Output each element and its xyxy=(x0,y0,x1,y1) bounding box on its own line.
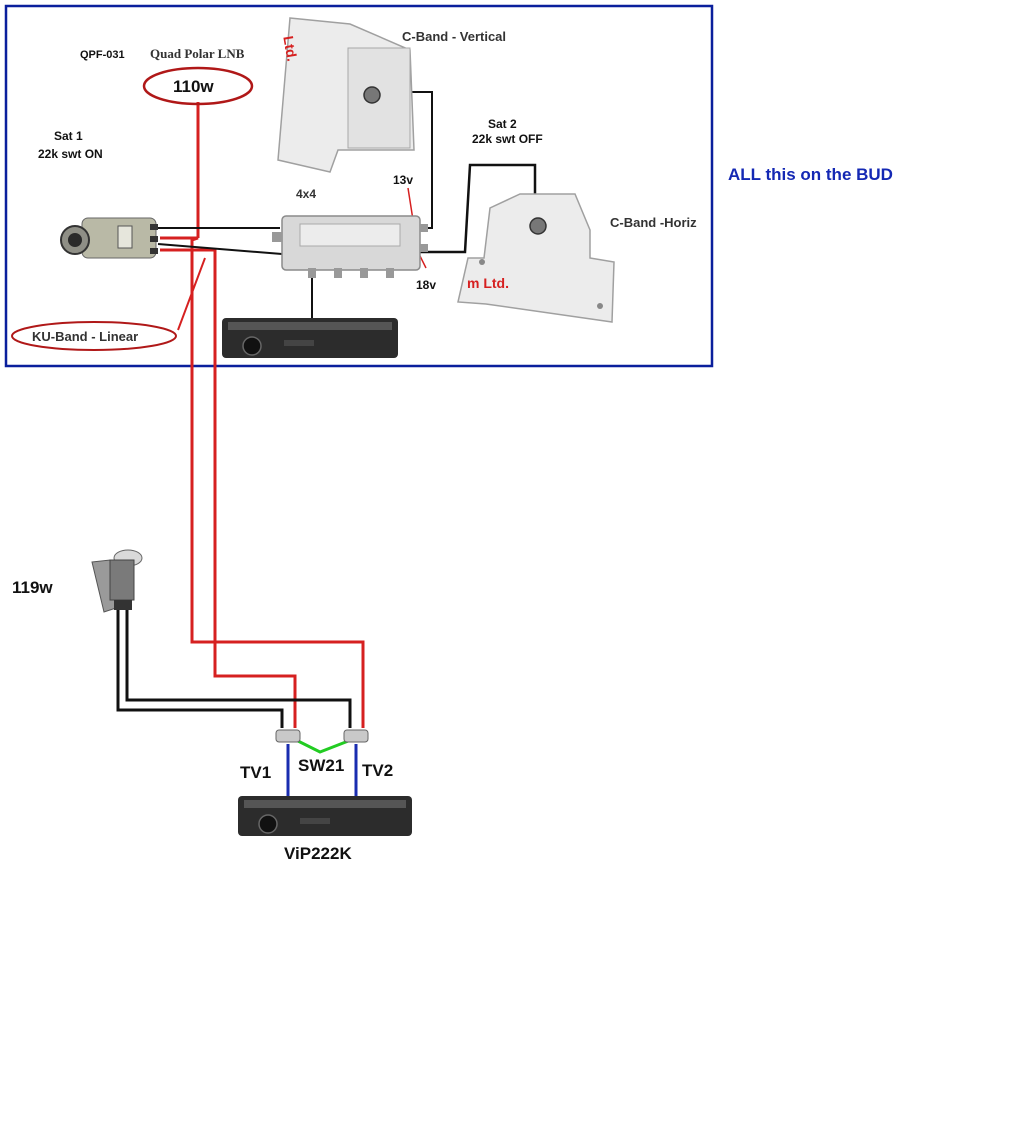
part-number-label: QPF-031 xyxy=(80,49,125,61)
red-cable-right xyxy=(160,248,297,728)
c-band-horiz-label: C-Band -Horiz xyxy=(610,215,697,230)
ku-band-label: KU-Band - Linear xyxy=(32,329,138,344)
receiver-model-label: ViP222K xyxy=(284,844,352,863)
green-sw21-link xyxy=(291,736,357,754)
red-tick-18v xyxy=(419,255,427,269)
sw21-label: SW21 xyxy=(298,756,344,775)
receiver-icon xyxy=(238,796,412,836)
tv2-label: TV2 xyxy=(362,761,393,780)
voltage-18-label: 18v xyxy=(416,278,436,292)
switch-connector-icon xyxy=(343,729,369,743)
red-cable-left xyxy=(160,236,365,728)
ellipse-110w xyxy=(142,66,254,106)
ellipse-ku-band xyxy=(11,321,177,351)
dish-lnb-icon xyxy=(91,549,143,613)
sat1-position-label: 110w xyxy=(173,77,214,96)
lnb-icon xyxy=(60,217,158,259)
switch-connector-icon xyxy=(275,729,301,743)
black-cable-horiz xyxy=(420,163,537,254)
feedhorn-icon xyxy=(457,193,615,323)
voltage-13-label: 13v xyxy=(393,173,413,187)
svg-text:Ltd.: Ltd. xyxy=(280,35,300,63)
sat3-position-label: 119w xyxy=(12,578,53,597)
red-pointer-ku xyxy=(177,257,206,331)
red-tick-13v xyxy=(407,187,414,221)
sat2-name-label: Sat 2 xyxy=(488,117,517,131)
receiver-icon xyxy=(222,318,398,358)
feedhorn-icon: Ltd. xyxy=(277,17,415,173)
brand-fragment: m Ltd. xyxy=(467,275,509,291)
black-cable-119w-2 xyxy=(125,608,352,728)
black-cable-119w-1 xyxy=(116,608,284,728)
black-cable-lnb-switch-2 xyxy=(157,243,283,255)
bud-frame xyxy=(4,4,714,368)
bud-note: ALL this on the BUD xyxy=(728,165,893,184)
c-band-vertical-label: C-Band - Vertical xyxy=(402,29,506,44)
sat2-switch-label: 22k swt OFF xyxy=(472,132,543,146)
multiswitch-icon xyxy=(272,215,428,278)
sat1-name-label: Sat 1 xyxy=(54,129,83,143)
multiswitch-label: 4x4 xyxy=(296,187,316,201)
sat1-switch-label: 22k swt ON xyxy=(38,147,103,161)
lnb-type-label: Quad Polar LNB xyxy=(150,46,245,61)
tv1-label: TV1 xyxy=(240,763,271,782)
